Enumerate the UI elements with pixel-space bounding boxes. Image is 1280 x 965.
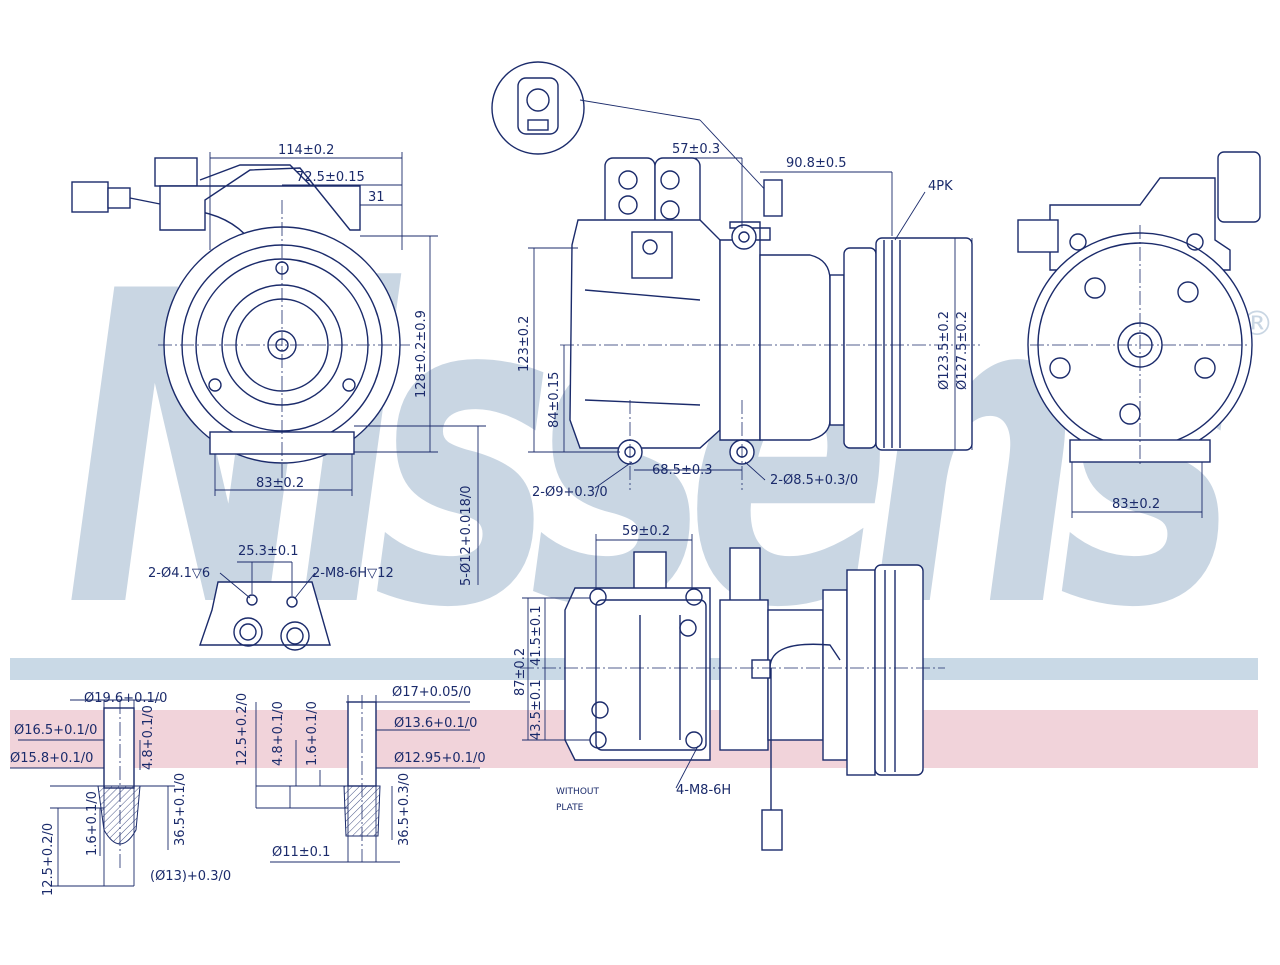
dim-90: 90.8±0.5 [786,156,847,171]
dim-flange-thread: 2-M8-6H▽12 [312,566,394,581]
dim-57: 57±0.3 [672,142,720,157]
dim-fit-l-1: 1.6+0.1/0 [85,791,100,856]
dim-hole-9: 2-Ø9+0.3/0 [532,485,608,500]
dim-128: 128±0.2±0.9 [414,310,429,398]
dim-fit-r-13: Ø13.6+0.1/0 [394,716,477,731]
dim-87: 87±0.2 [513,648,528,696]
dim-83-rear: 83±0.2 [1112,497,1160,512]
dim-pulley-123: Ø123.5±0.2 [937,311,952,390]
top-view: 59±0.2 87±0.2 43.5±0.1 41.5±0.1 4-M8-6H … [513,524,945,851]
fitting-right: 12.5+0.2/0 4.8+0.1/0 1.6+0.1/0 Ø17+0.05/… [235,685,486,863]
dim-41: 41.5±0.1 [529,605,544,666]
dim-fit-l-16: Ø16.5+0.1/0 [14,723,97,738]
dim-fit-r-17: Ø17+0.05/0 [392,685,471,700]
dim-31: 31 [368,190,385,205]
dim-fit-l-12: 12.5+0.2/0 [41,823,56,896]
dim-59: 59±0.2 [622,524,670,539]
front-view: 114±0.2 72.5±0.15 31 83±0.2 128±0.2±0.9 … [71,143,486,587]
port-flange: 2-Ø4.1▽6 25.3±0.1 2-M8-6H▽12 [148,544,394,651]
dim-114: 114±0.2 [278,143,334,158]
dim-72: 72.5±0.15 [296,170,365,185]
dim-flange-spacing: 25.3±0.1 [238,544,299,559]
dim-fit-l-15: Ø15.8+0.1/0 [10,751,93,766]
dim-fit-r-11: Ø11±0.1 [272,845,330,860]
dim-84: 84±0.15 [547,372,562,428]
dim-fit-l-13: (Ø13)+0.3/0 [150,869,231,884]
dim-43: 43.5±0.1 [529,679,544,740]
dim-top-thread: 4-M8-6H [676,783,731,798]
side-view: 57±0.3 90.8±0.5 4PK 123±0.2 84±0.15 68.5… [517,142,980,500]
belt-label: 4PK [928,179,953,194]
dim-fit-r-1: 1.6+0.1/0 [305,701,320,766]
rear-view: 83±0.2 [1017,151,1261,518]
dim-fit-l-19: Ø19.6+0.1/0 [84,691,167,706]
plate-label-2: PLATE [556,803,584,813]
dim-hole-8: 2-Ø8.5+0.3/0 [770,473,858,488]
dim-68: 68.5±0.3 [652,463,713,478]
connector-detail [491,61,771,196]
plate-label-1: WITHOUT [556,787,599,797]
dim-pulley-127: Ø127.5±0.2 [955,311,970,390]
dim-mount-holes: 5-Ø12+0.018/0 [459,486,474,587]
dim-fit-r-36: 36.5+0.3/0 [397,773,412,846]
dim-fit-l-36: 36.5+0.1/0 [173,773,188,846]
dim-123: 123±0.2 [517,316,532,372]
dim-fit-r-12: 12.5+0.2/0 [235,693,250,766]
dim-flange-holes: 2-Ø4.1▽6 [148,566,210,581]
dim-fit-r-4: 4.8+0.1/0 [271,701,286,766]
fitting-left: Ø19.6+0.1/0 Ø16.5+0.1/0 Ø15.8+0.1/0 4.8+… [10,691,231,896]
dim-fit-l-4: 4.8+0.1/0 [141,705,156,770]
dim-83-front: 83±0.2 [256,476,304,491]
dim-fit-r-12-95: Ø12.95+0.1/0 [394,751,486,766]
